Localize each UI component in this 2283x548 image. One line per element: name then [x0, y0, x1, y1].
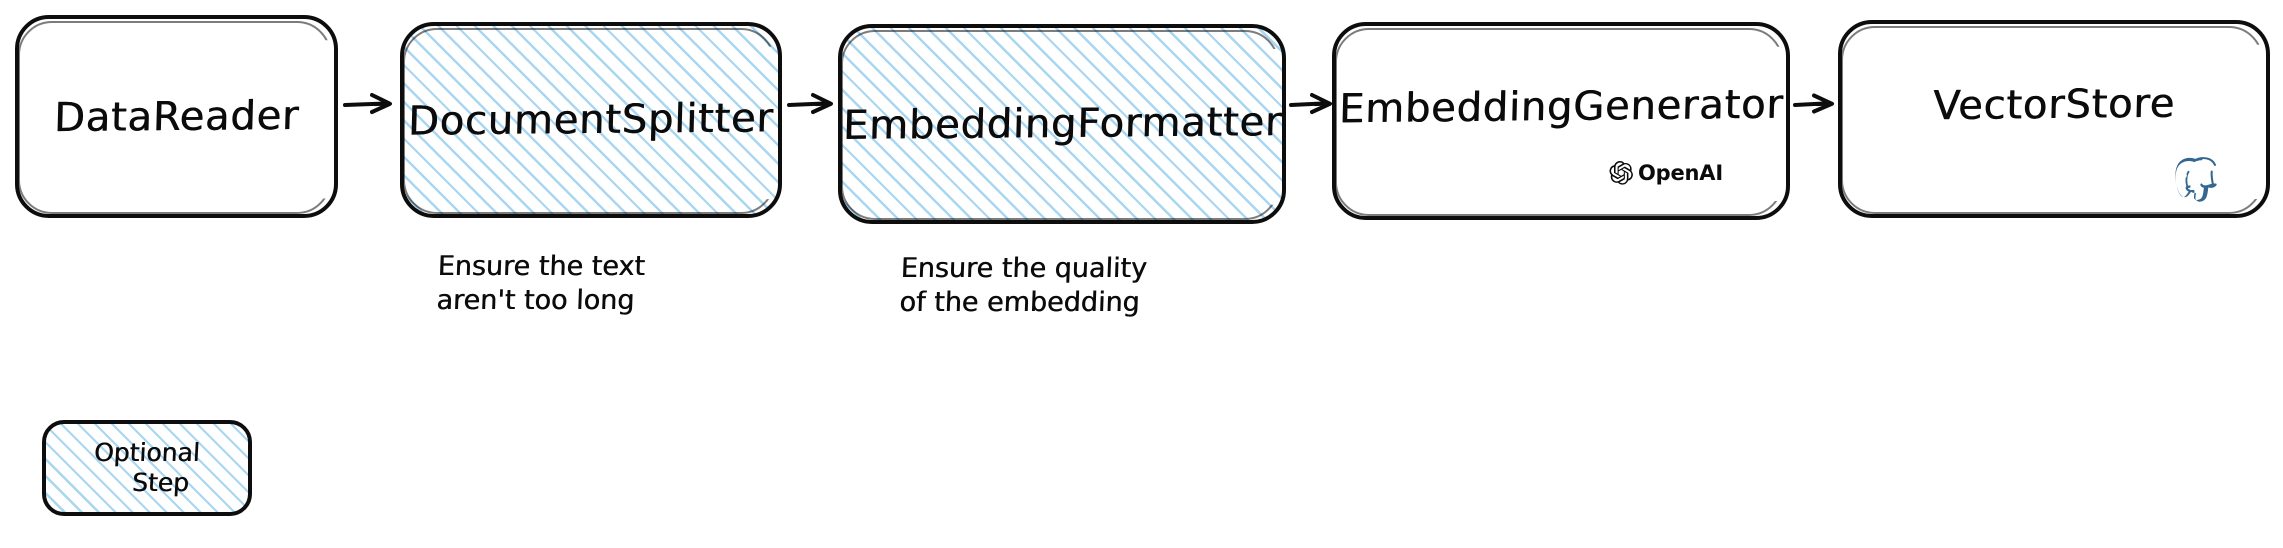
arrow-document-splitter-to-embedding-formatter — [787, 93, 833, 114]
legend-optional-step: Optional Step — [42, 420, 252, 516]
arrow-data-reader-to-document-splitter — [343, 93, 392, 114]
node-embedding-formatter[interactable]: EmbeddingFormatter — [838, 24, 1286, 224]
node-label-embedding-generator: EmbeddingGenerator — [1338, 81, 1784, 133]
node-embedding-generator[interactable]: EmbeddingGenerator — [1332, 22, 1790, 220]
openai-badge-label: OpenAI — [1638, 161, 1723, 185]
arrow-embedding-generator-to-vector-store — [1793, 93, 1834, 114]
caption-document-splitter: Ensure the text aren't too long — [435, 251, 646, 316]
postgresql-logo-icon — [2171, 155, 2217, 209]
openai-badge: OpenAI — [1608, 160, 1723, 186]
node-label-document-splitter: DocumentSplitter — [407, 95, 775, 145]
node-label-embedding-formatter: EmbeddingFormatter — [841, 99, 1283, 149]
node-label-vector-store: VectorStore — [1932, 80, 2176, 130]
arrow-embedding-formatter-to-embedding-generator — [1289, 93, 1332, 114]
postgresql-badge — [2160, 150, 2220, 210]
node-data-reader[interactable]: DataReader — [15, 15, 338, 218]
node-vector-store[interactable]: VectorStore — [1838, 20, 2270, 218]
openai-logo-icon — [1609, 161, 1633, 185]
legend-line-optional: Optional — [93, 438, 201, 467]
legend-line-step: Step — [130, 468, 190, 497]
node-document-splitter[interactable]: DocumentSplitter — [400, 22, 782, 218]
caption-embedding-formatter: Ensure the quality of the embedding — [898, 253, 1148, 318]
node-label-data-reader: DataReader — [53, 92, 300, 141]
